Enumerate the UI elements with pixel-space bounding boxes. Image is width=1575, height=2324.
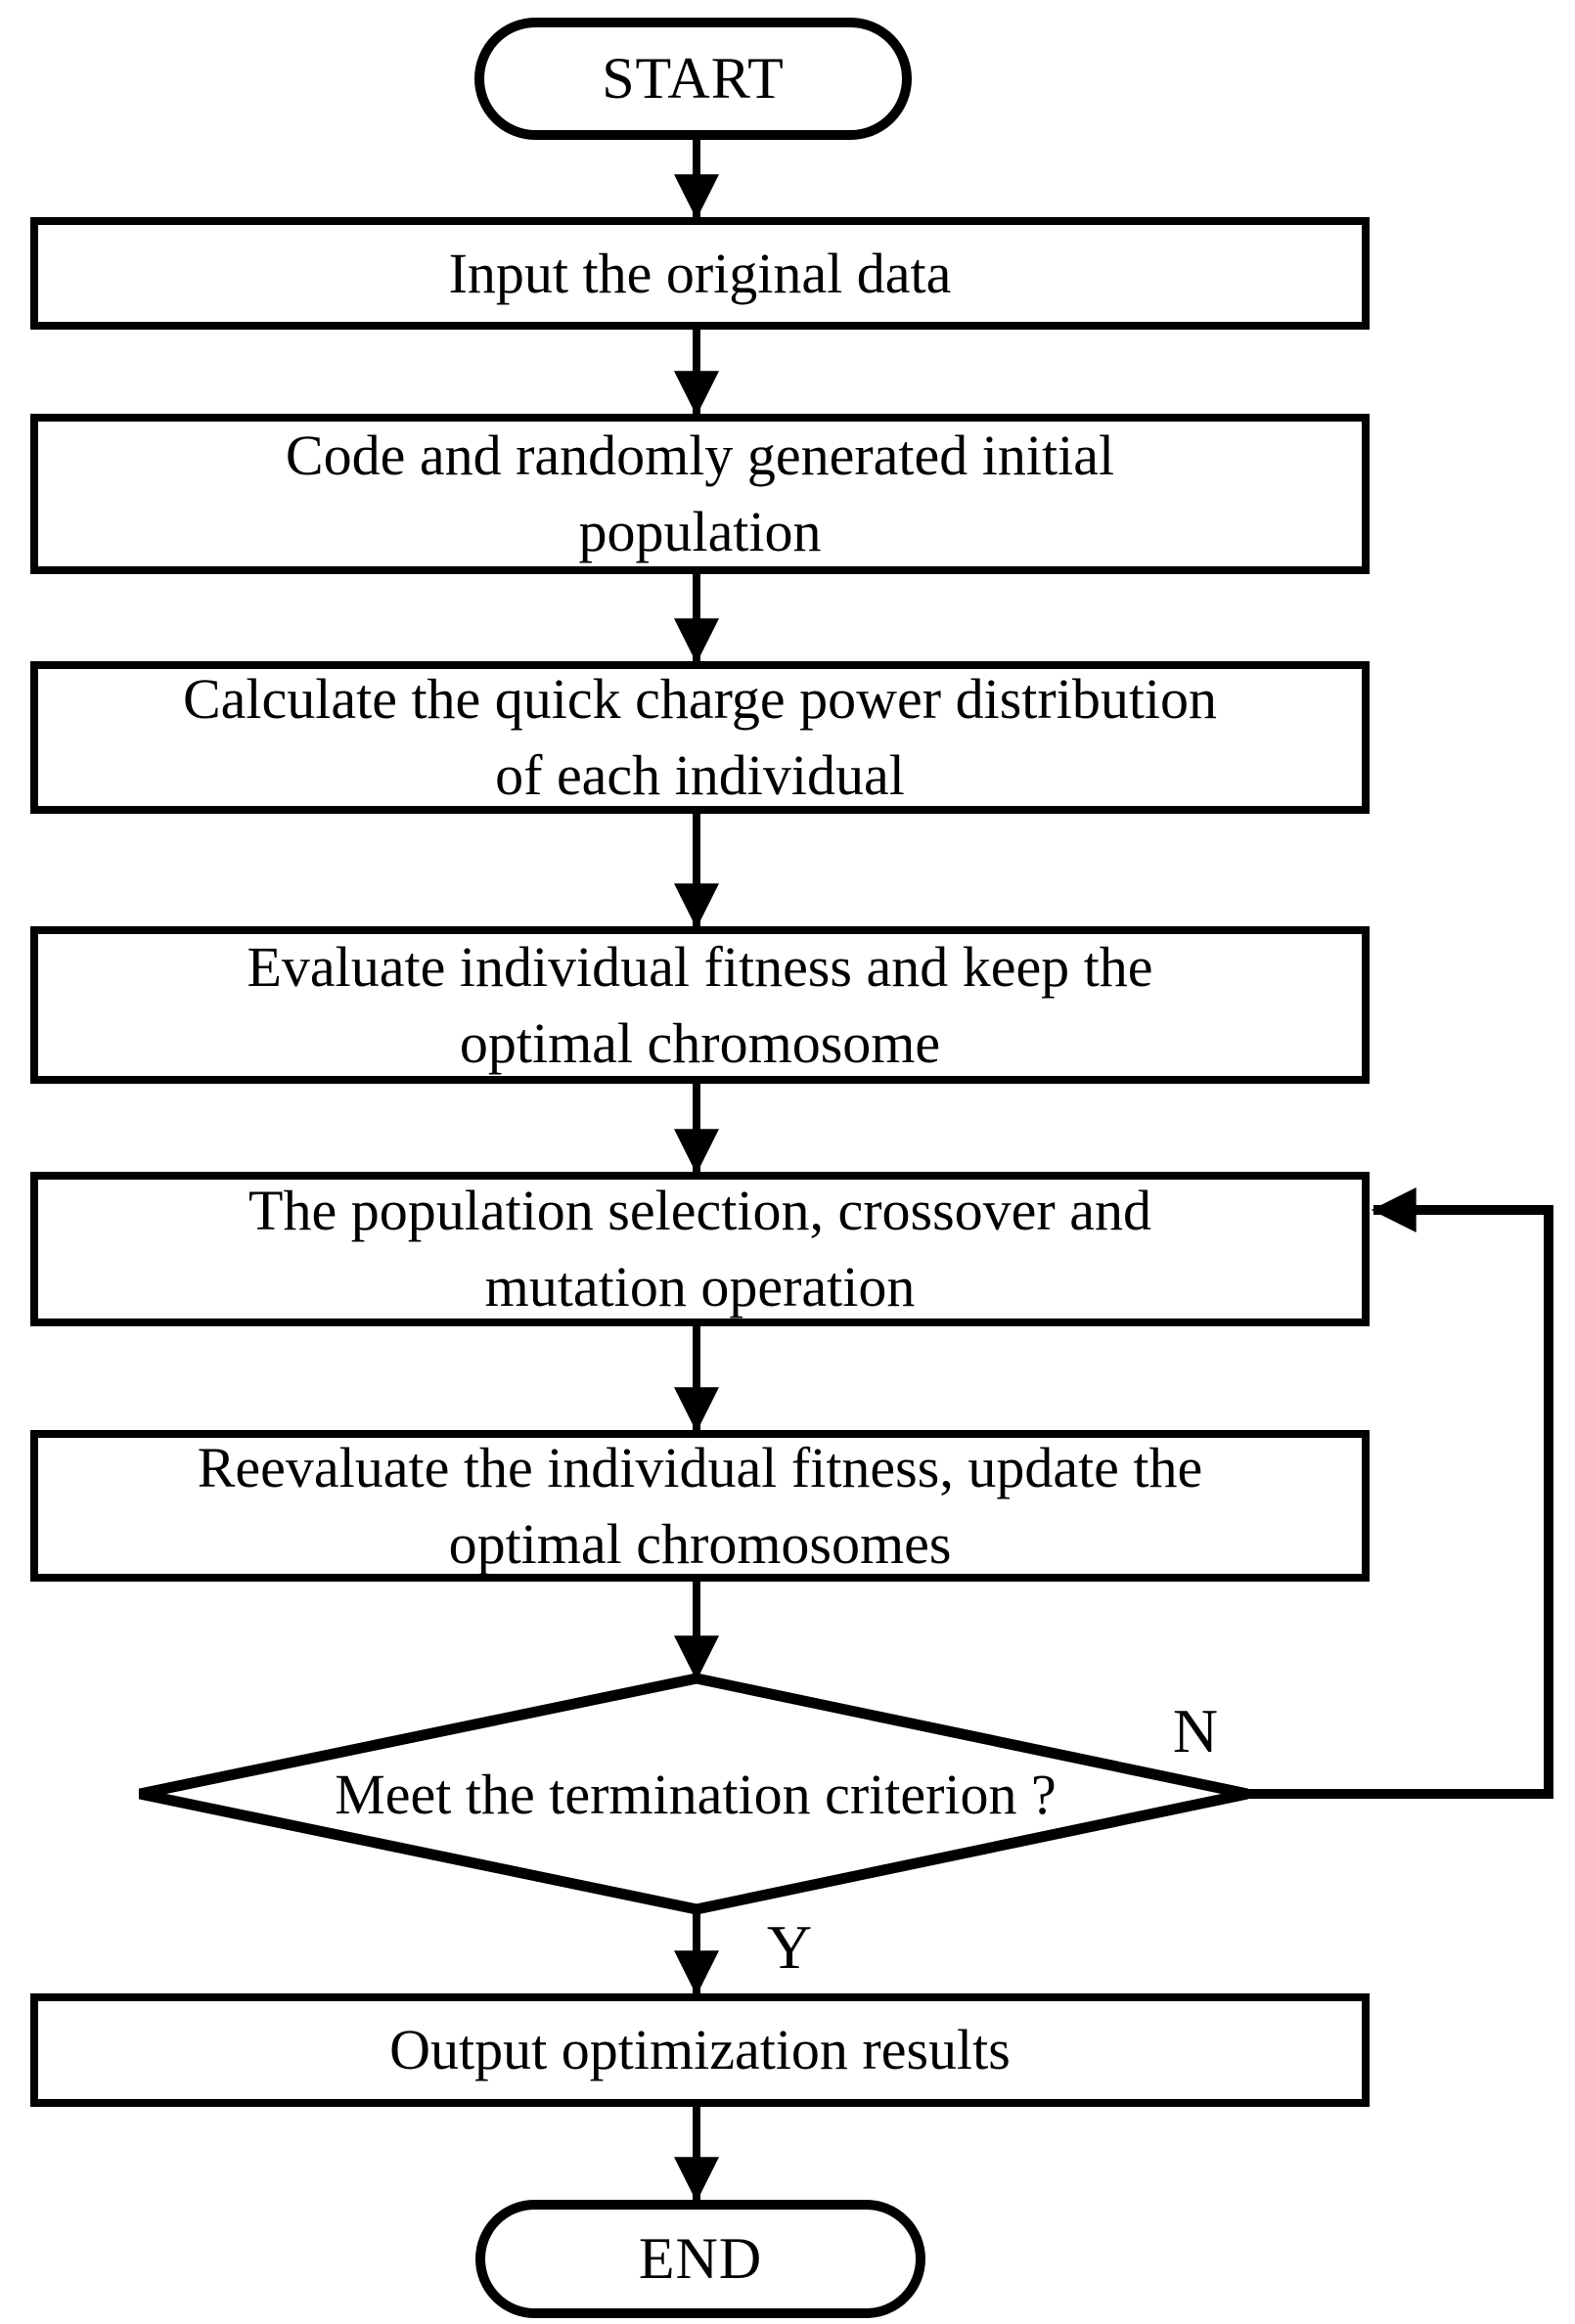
process-output-results-label: Output optimization results — [389, 2018, 1011, 2082]
process-selection-crossover-mutation: The population selection, crossover and … — [30, 1172, 1370, 1326]
process-output-results: Output optimization results — [30, 1993, 1370, 2107]
process-reevaluate-fitness: Reevaluate the individual fitness, updat… — [30, 1430, 1370, 1582]
process-calculate-power-distribution: Calculate the quick charge power distrib… — [30, 661, 1370, 814]
branch-label-yes: Y — [766, 1912, 813, 1982]
process-code-initial-population-label: Code and randomly generated initial popu… — [285, 424, 1115, 563]
start-node: START — [474, 18, 912, 140]
process-reevaluate-fitness-label: Reevaluate the individual fitness, updat… — [197, 1435, 1203, 1576]
process-evaluate-fitness-label: Evaluate individual fitness and keep the… — [247, 934, 1153, 1075]
end-node-label: END — [638, 2226, 763, 2292]
process-calculate-power-distribution-label: Calculate the quick charge power distrib… — [182, 667, 1218, 807]
process-input-original-data: Input the original data — [30, 217, 1370, 330]
decision-termination-criterion: Meet the termination criterion ? — [177, 1727, 1214, 1860]
process-selection-crossover-mutation-label: The population selection, crossover and … — [248, 1179, 1151, 1318]
decision-termination-criterion-label: Meet the termination criterion ? — [335, 1762, 1057, 1826]
start-node-label: START — [602, 46, 785, 112]
process-evaluate-fitness: Evaluate individual fitness and keep the… — [30, 926, 1370, 1084]
process-code-initial-population: Code and randomly generated initial popu… — [30, 414, 1370, 574]
loopback-connector-no — [1247, 1187, 1553, 1799]
branch-label-no: N — [1172, 1696, 1219, 1765]
process-input-original-data-label: Input the original data — [448, 241, 952, 305]
end-node: END — [475, 2200, 925, 2318]
